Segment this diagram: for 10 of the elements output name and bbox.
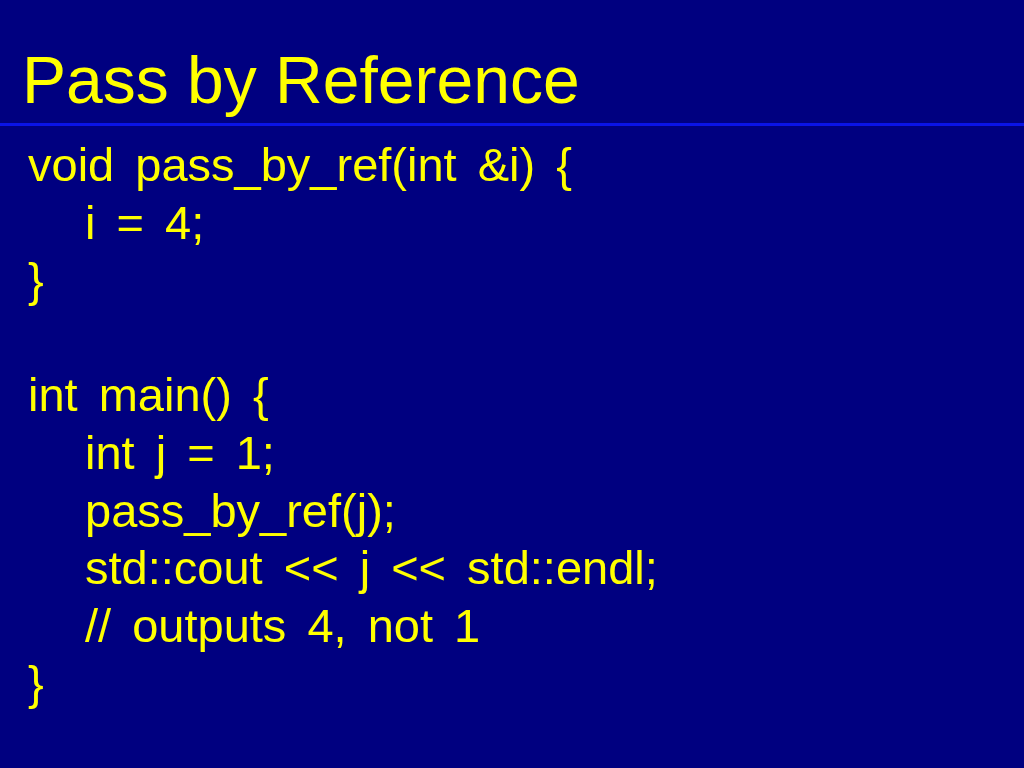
code-line: } [28,655,44,712]
slide-title: Pass by Reference [22,42,580,119]
code-line: } [28,252,44,309]
code-line: pass_by_ref(j); [85,482,396,539]
code-line: i = 4; [85,194,205,251]
code-line: std::cout << j << std::endl; [85,540,658,597]
code-line: // outputs 4, not 1 [85,597,481,654]
code-line: int j = 1; [85,425,275,481]
code-line: int main() { [28,367,269,424]
code-line: void pass_by_ref(int &i) { [28,137,572,193]
